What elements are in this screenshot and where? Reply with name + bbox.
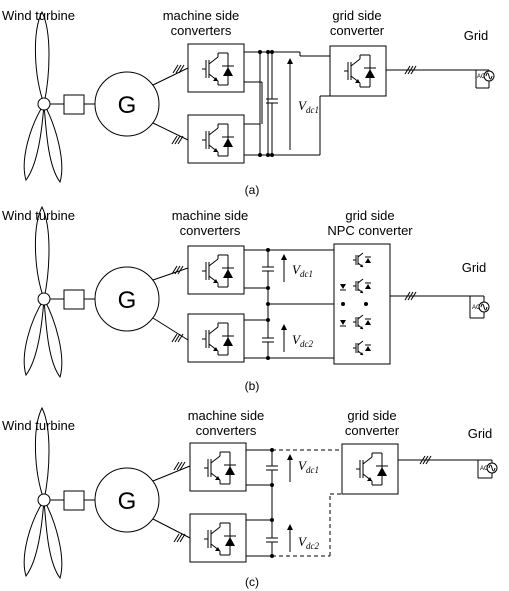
machine-side-converter-2 bbox=[189, 513, 247, 563]
grid-side-converter-label-line2: converter bbox=[345, 423, 400, 438]
grid-side-converter bbox=[329, 45, 387, 97]
grid-label: Grid bbox=[464, 28, 489, 43]
generator-icon bbox=[94, 467, 160, 533]
grid-side-converter bbox=[341, 443, 399, 495]
grid-side-converter-label-line2: converter bbox=[330, 23, 385, 38]
machine-side-converter-1 bbox=[187, 245, 245, 295]
voltage-label-vdc1: Vdc1 bbox=[298, 98, 319, 115]
voltage-label-vdc2: Vdc2 bbox=[292, 332, 313, 349]
panel-c: Wind turbine machine side converters gri… bbox=[2, 407, 498, 589]
ac-source-icon bbox=[478, 301, 490, 313]
dc-link-capacitor-2 bbox=[261, 337, 275, 343]
machine-side-label-line2: converters bbox=[196, 423, 257, 438]
machine-side-converter-2 bbox=[187, 313, 245, 363]
ac-source-icon bbox=[486, 462, 498, 474]
grid-side-converter-label-line2: NPC converter bbox=[327, 223, 413, 238]
caption-c: (c) bbox=[245, 575, 259, 589]
wind-turbine-label: Wind turbine bbox=[2, 8, 75, 23]
wind-turbine-label: Wind turbine bbox=[2, 418, 75, 433]
gearbox-box bbox=[63, 289, 85, 310]
ac-label: AC bbox=[472, 305, 481, 311]
ac-label: AC bbox=[477, 74, 486, 80]
machine-side-converter-1 bbox=[187, 43, 245, 93]
machine-side-label-line2: converters bbox=[171, 23, 232, 38]
panel-a: Wind turbine machine side converters gri… bbox=[2, 8, 495, 197]
dc-link-capacitor-1 bbox=[265, 465, 279, 471]
generator-icon bbox=[94, 71, 160, 137]
generator-icon bbox=[94, 266, 160, 332]
machine-side-label-line1: machine side bbox=[163, 8, 240, 23]
ac-label: AC bbox=[480, 466, 489, 472]
grid-side-converter-label-line1: grid side bbox=[332, 8, 381, 23]
generator-label: G bbox=[118, 287, 137, 314]
machine-side-label-line2: converters bbox=[180, 223, 241, 238]
wind-turbine-icon bbox=[23, 11, 63, 183]
gearbox-box bbox=[63, 94, 85, 115]
dc-link-capacitor-2 bbox=[265, 537, 279, 543]
grid-side-converter-label-line1: grid side bbox=[347, 408, 396, 423]
panel-b: Wind turbine machine side converters gri… bbox=[2, 206, 490, 393]
dc-link-capacitor-1 bbox=[261, 266, 275, 272]
voltage-label-vdc2: Vdc2 bbox=[298, 534, 319, 551]
gearbox-box bbox=[63, 490, 85, 511]
generator-label: G bbox=[118, 488, 137, 515]
grid-side-converter-label-line1: grid side bbox=[345, 208, 394, 223]
grid-label: Grid bbox=[468, 426, 493, 441]
voltage-label-vdc1: Vdc1 bbox=[298, 458, 319, 475]
ac-source-icon bbox=[483, 70, 495, 82]
caption-b: (b) bbox=[245, 379, 260, 393]
machine-side-label-line1: machine side bbox=[172, 208, 249, 223]
voltage-label-vdc1: Vdc1 bbox=[292, 262, 313, 279]
machine-side-converter-2 bbox=[187, 114, 245, 164]
grid-label: Grid bbox=[462, 260, 487, 275]
wind-turbine-icon bbox=[23, 407, 63, 579]
machine-side-converter-1 bbox=[189, 442, 247, 492]
wind-turbine-icon bbox=[23, 206, 63, 378]
generator-label: G bbox=[118, 92, 137, 119]
caption-a: (a) bbox=[245, 183, 260, 197]
machine-side-label-line1: machine side bbox=[188, 408, 265, 423]
